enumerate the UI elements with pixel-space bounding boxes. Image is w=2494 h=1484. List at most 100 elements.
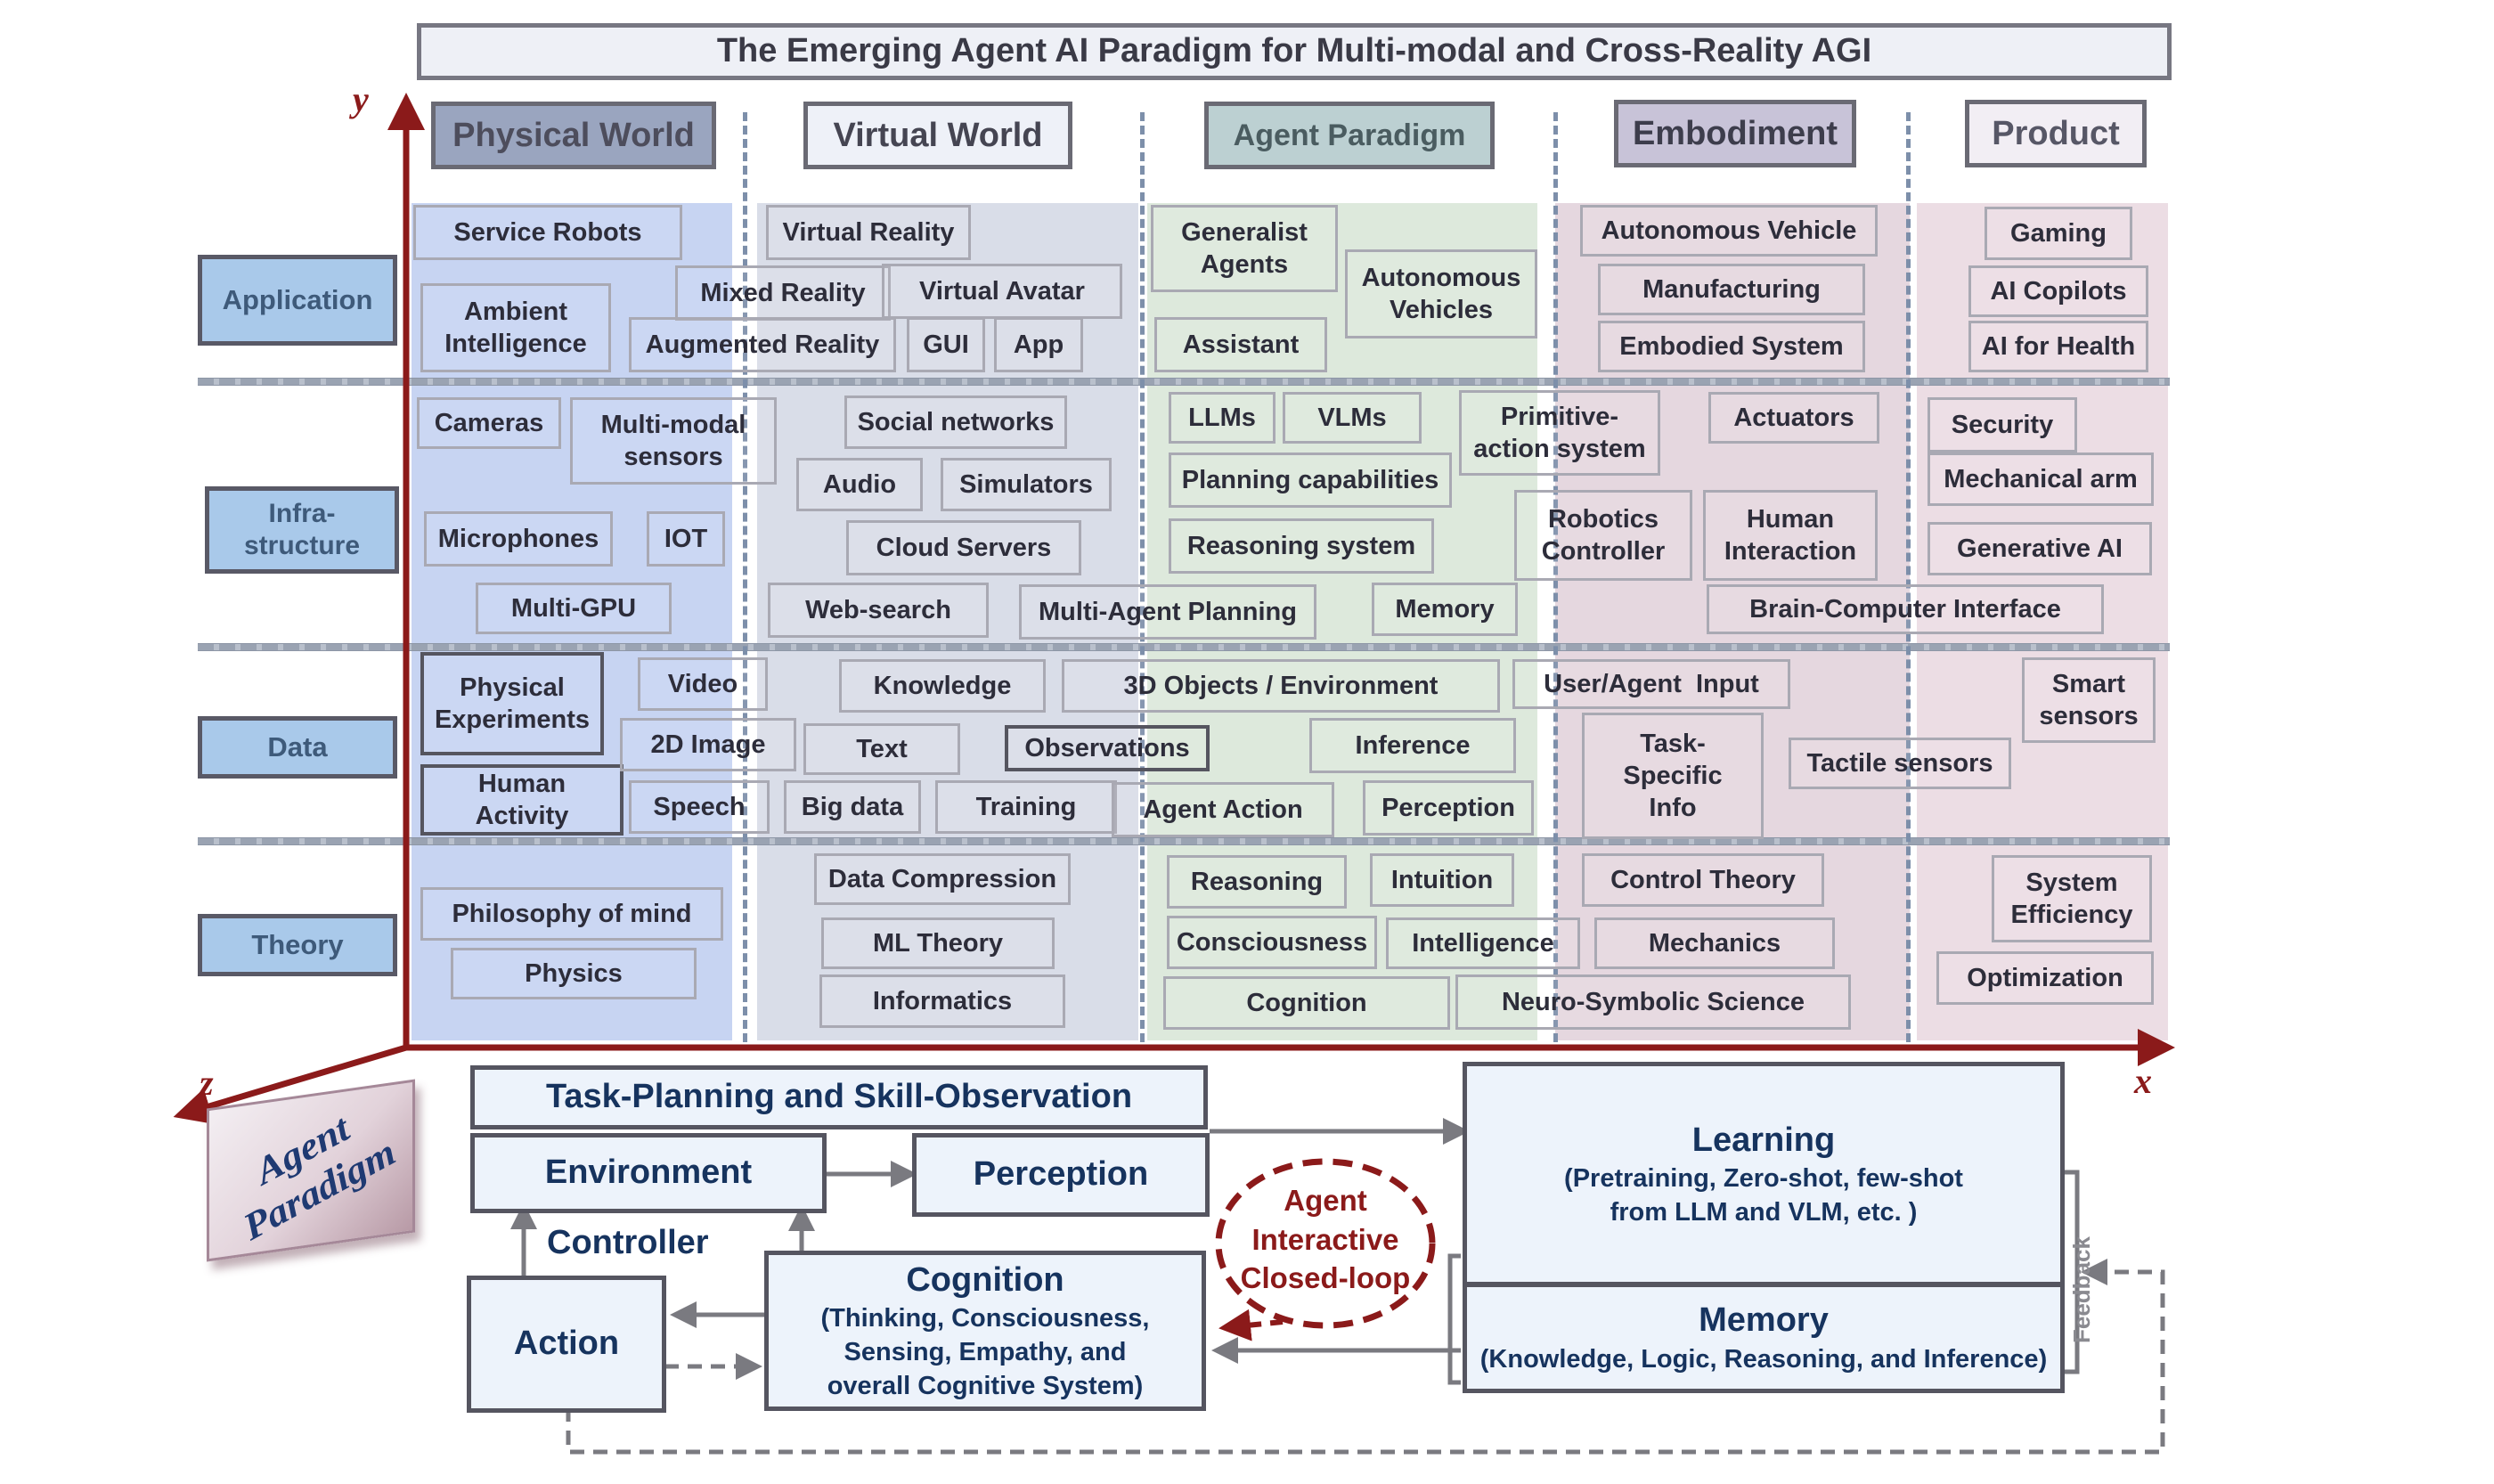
cell-cameras: Cameras bbox=[417, 397, 561, 449]
task-planning-box: Task-Planning and Skill-Observation bbox=[470, 1065, 1208, 1129]
y-axis-label: y bbox=[353, 79, 369, 119]
cell-multi-gpu: Multi-GPU bbox=[476, 583, 672, 634]
row-label-data: Data bbox=[198, 716, 397, 779]
cell-3d-objects: 3D Objects / Environment bbox=[1062, 659, 1500, 713]
column-header-virtual-world: Virtual World bbox=[803, 102, 1072, 169]
cell-web-search: Web-search bbox=[768, 583, 989, 638]
learning-box: Learning (Pretraining, Zero-shot, few-sh… bbox=[1463, 1062, 2065, 1286]
action-box: Action bbox=[467, 1276, 666, 1413]
cell-optimization: Optimization bbox=[1936, 951, 2154, 1005]
cell-primitive-action: Primitive- action system bbox=[1459, 390, 1660, 476]
cell-control-theory: Control Theory bbox=[1582, 853, 1824, 907]
cell-robotics-controller: Robotics Controller bbox=[1514, 490, 1692, 581]
cell-cloud-servers: Cloud Servers bbox=[846, 520, 1081, 575]
z-axis-label: z bbox=[200, 1063, 214, 1103]
cell-neuro-symbolic: Neuro-Symbolic Science bbox=[1455, 974, 1851, 1030]
cell-iot: IOT bbox=[647, 511, 725, 567]
cell-llms: LLMs bbox=[1169, 392, 1276, 444]
cell-autonomous-vehicle: Autonomous Vehicle bbox=[1580, 205, 1878, 257]
memory-title: Memory bbox=[1699, 1301, 1829, 1340]
cell-vlms: VLMs bbox=[1283, 392, 1422, 444]
feedback-label: Feedback bbox=[2068, 1236, 2095, 1343]
cell-multimodal-sensors: Multi-modal sensors bbox=[570, 397, 777, 485]
band-product bbox=[1917, 203, 2168, 1040]
cell-security: Security bbox=[1928, 397, 2077, 453]
cell-text: Text bbox=[803, 723, 960, 775]
cell-service-robots: Service Robots bbox=[413, 205, 682, 260]
cell-assistant: Assistant bbox=[1154, 317, 1327, 372]
cell-perception: Perception bbox=[1363, 780, 1534, 836]
row-separator bbox=[198, 378, 2170, 386]
cell-physics: Physics bbox=[451, 948, 697, 999]
cell-ambient-intelligence: Ambient Intelligence bbox=[420, 283, 611, 372]
cell-virtual-reality: Virtual Reality bbox=[766, 205, 971, 260]
cell-autonomous-vehicles: Autonomous Vehicles bbox=[1345, 249, 1537, 338]
cell-2d-image: 2D Image bbox=[620, 718, 796, 771]
cell-user-agent-input: User/Agent Input bbox=[1512, 659, 1790, 709]
cell-embodied-system: Embodied System bbox=[1598, 321, 1865, 372]
cell-gaming: Gaming bbox=[1985, 207, 2132, 260]
band-physical-world bbox=[412, 203, 732, 1040]
column-header-physical-world: Physical World bbox=[431, 102, 716, 169]
cell-smart-sensors: Smart sensors bbox=[2022, 657, 2156, 743]
cell-memory: Memory bbox=[1372, 583, 1518, 636]
cell-planning-capabilities: Planning capabilities bbox=[1169, 453, 1452, 508]
band-agent-paradigm bbox=[1147, 203, 1537, 1040]
cell-ai-copilots: AI Copilots bbox=[1968, 265, 2148, 317]
cell-actuators: Actuators bbox=[1708, 392, 1879, 444]
cell-human-activity: Human Activity bbox=[420, 764, 624, 836]
controller-label: Controller bbox=[547, 1224, 709, 1261]
cell-generalist-agents: Generalist Agents bbox=[1151, 205, 1338, 292]
cell-video: Video bbox=[638, 657, 768, 711]
cell-mechanical-arm: Mechanical arm bbox=[1928, 453, 2154, 506]
cell-simulators: Simulators bbox=[941, 458, 1112, 511]
cell-social-networks: Social networks bbox=[844, 395, 1067, 449]
cell-speech: Speech bbox=[629, 780, 770, 834]
cell-augmented-reality: Augmented Reality bbox=[629, 317, 896, 372]
closed-loop-label: Agent Interactive Closed-loop bbox=[1240, 1184, 1411, 1295]
row-separator bbox=[198, 643, 2170, 651]
row-label-infrastructure: Infra- structure bbox=[205, 486, 399, 574]
cell-mechanics: Mechanics bbox=[1594, 917, 1835, 969]
cognition-title: Cognition bbox=[906, 1260, 1064, 1299]
cell-cognition: Cognition bbox=[1163, 976, 1450, 1030]
column-header-agent-paradigm: Agent Paradigm bbox=[1204, 102, 1495, 169]
band-embodiment bbox=[1555, 203, 1910, 1040]
cell-agent-action: Agent Action bbox=[1112, 782, 1334, 837]
cell-consciousness: Consciousness bbox=[1167, 916, 1377, 969]
z-axis bbox=[173, 1044, 408, 1125]
learning-title: Learning bbox=[1691, 1121, 1836, 1159]
row-label-application: Application bbox=[198, 255, 397, 346]
cell-ml-theory: ML Theory bbox=[821, 917, 1055, 969]
cell-informatics: Informatics bbox=[819, 974, 1065, 1028]
cell-generative-ai: Generative AI bbox=[1928, 522, 2152, 575]
cell-audio: Audio bbox=[796, 458, 923, 511]
cell-system-efficiency: System Efficiency bbox=[1992, 855, 2152, 942]
cell-physical-experiments: Physical Experiments bbox=[420, 652, 604, 755]
cell-gui: GUI bbox=[907, 317, 985, 372]
cell-brain-computer: Brain-Computer Interface bbox=[1707, 584, 2104, 634]
cell-virtual-avatar: Virtual Avatar bbox=[882, 264, 1122, 319]
cell-observations: Observations bbox=[1005, 725, 1210, 771]
row-label-theory: Theory bbox=[198, 914, 397, 976]
cell-ai-for-health: AI for Health bbox=[1968, 321, 2148, 372]
x-axis-label: x bbox=[2134, 1061, 2152, 1101]
diagram-title: The Emerging Agent AI Paradigm for Multi… bbox=[417, 23, 2172, 80]
cell-data-compression: Data Compression bbox=[814, 853, 1071, 905]
cell-philosophy-of-mind: Philosophy of mind bbox=[420, 887, 723, 941]
column-header-product: Product bbox=[1965, 100, 2147, 167]
column-divider bbox=[1553, 112, 1558, 1042]
learning-description: (Pretraining, Zero-shot, few-shot from L… bbox=[1564, 1164, 1963, 1227]
cell-human-interaction: Human Interaction bbox=[1703, 490, 1878, 581]
cell-task-specific: Task- Specific Info bbox=[1582, 713, 1764, 839]
column-divider bbox=[1140, 112, 1145, 1042]
environment-box: Environment bbox=[470, 1133, 827, 1213]
cell-inference: Inference bbox=[1309, 718, 1516, 773]
cell-multi-agent-planning: Multi-Agent Planning bbox=[1019, 584, 1316, 640]
column-divider bbox=[743, 112, 747, 1042]
cell-knowledge: Knowledge bbox=[839, 659, 1046, 713]
cell-training: Training bbox=[935, 780, 1117, 834]
cell-manufacturing: Manufacturing bbox=[1598, 264, 1865, 315]
